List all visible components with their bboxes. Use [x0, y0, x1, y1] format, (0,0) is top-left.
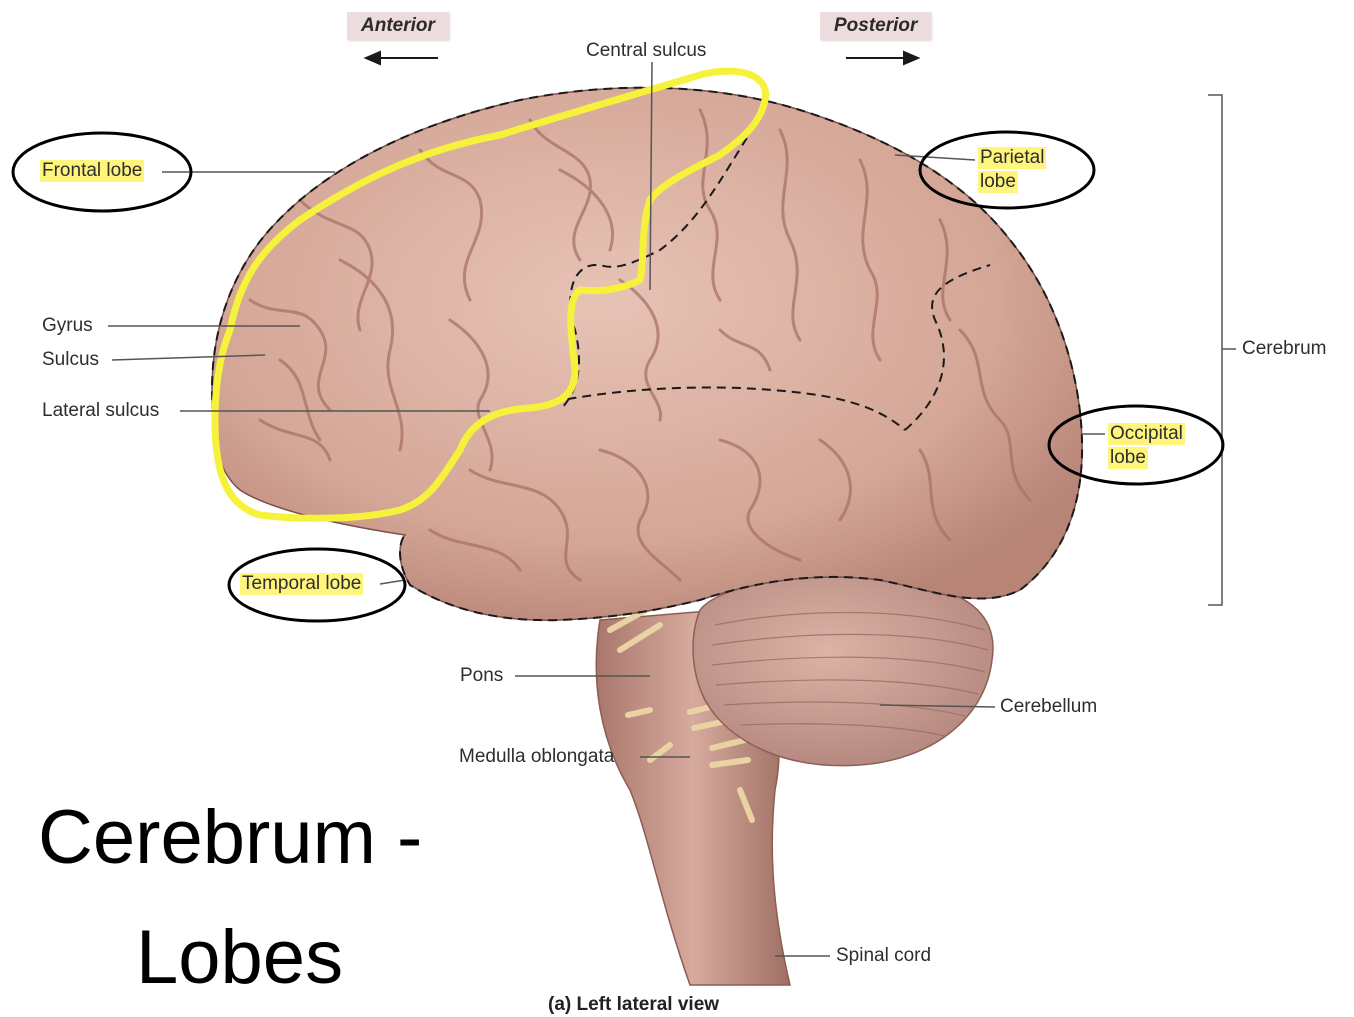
- parietal-lobe-label-line1: Parietal: [978, 147, 1047, 169]
- slide-title-line2: Lobes: [136, 915, 344, 1000]
- lobe-boundaries: [211, 86, 1084, 622]
- cerebellum-folia: [711, 611, 989, 737]
- occipital-lobe-label-line1: Occipital: [1108, 423, 1185, 445]
- frontal-lobe-label: Frontal lobe: [40, 160, 145, 182]
- leader-lines: [108, 61, 1236, 957]
- parietal-lobe-label-line2: lobe: [978, 171, 1018, 193]
- cerebrum-shape: [211, 86, 1083, 621]
- gyrus-label: Gyrus: [42, 315, 93, 336]
- frontal-lobe-highlight-outline: [211, 67, 769, 522]
- central-sulcus-label: Central sulcus: [586, 40, 707, 61]
- gyri-texture: [248, 108, 1032, 582]
- temporal-lobe-label: Temporal lobe: [240, 573, 364, 595]
- posterior-label: Posterior: [820, 12, 932, 40]
- anterior-label: Anterior: [347, 12, 449, 40]
- annotation-circles: [11, 130, 1225, 623]
- pons-label: Pons: [460, 665, 504, 686]
- cerebrum-label: Cerebrum: [1242, 338, 1327, 359]
- slide-title-line1: Cerebrum -: [38, 795, 423, 880]
- figure-caption: (a) Left lateral view: [548, 994, 720, 1015]
- lateral-sulcus-label: Lateral sulcus: [42, 400, 160, 421]
- spinal-cord-label: Spinal cord: [836, 945, 932, 966]
- medulla-oblongata-label: Medulla oblongata: [459, 746, 615, 767]
- sulcus-label: Sulcus: [42, 349, 100, 370]
- occipital-lobe-label-line2: lobe: [1108, 447, 1148, 469]
- direction-arrows: [363, 50, 921, 66]
- cerebellum-label: Cerebellum: [1000, 696, 1098, 717]
